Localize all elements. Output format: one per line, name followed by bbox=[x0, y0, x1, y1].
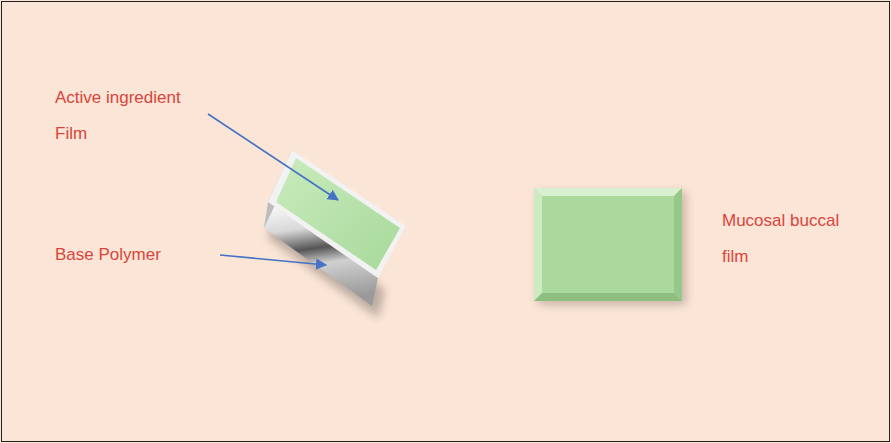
layered-film bbox=[264, 150, 406, 318]
part-label: Mucosal buccal film bbox=[722, 203, 852, 275]
leader-arrow bbox=[208, 114, 338, 200]
part-label: Base Polymer bbox=[55, 237, 255, 273]
buccal-film-square bbox=[534, 188, 686, 305]
part-label: Active ingredient Film bbox=[55, 80, 215, 152]
leader-arrow bbox=[220, 255, 326, 265]
